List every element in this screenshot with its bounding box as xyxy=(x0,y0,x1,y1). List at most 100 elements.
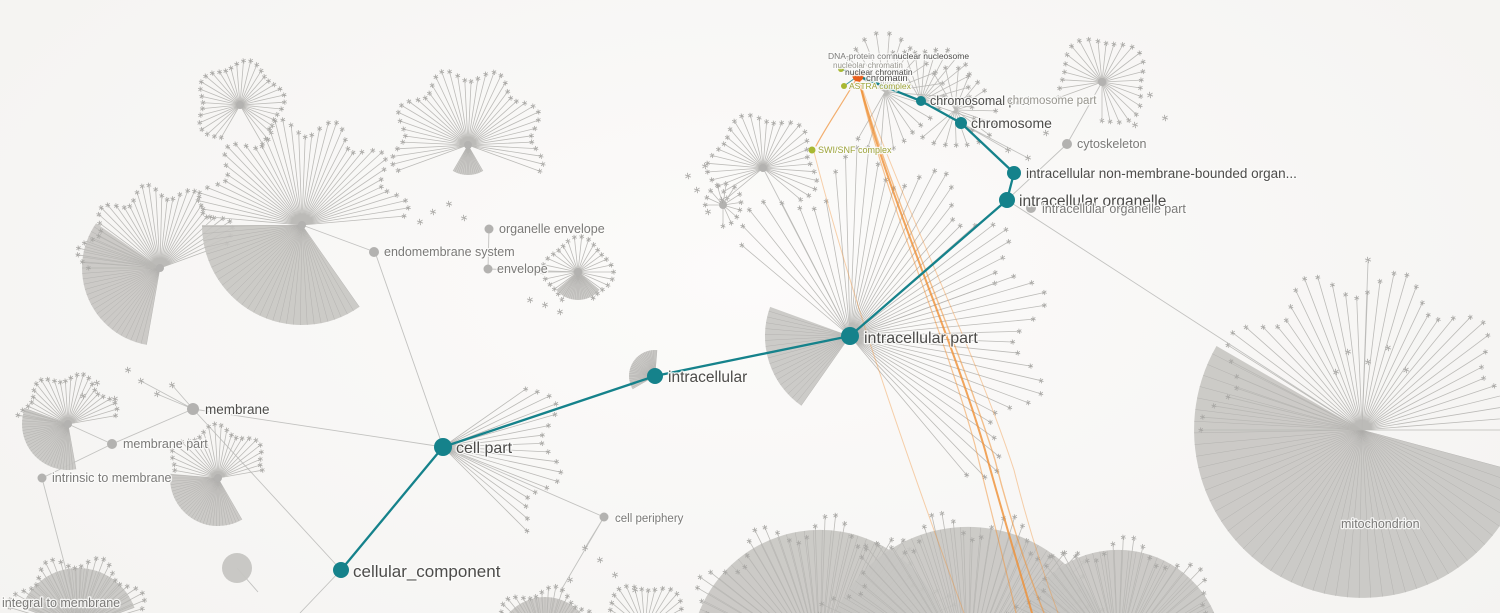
label-intracellular[interactable]: intracellular xyxy=(667,368,749,388)
fan-rays xyxy=(9,558,145,613)
fan-leaf-ticks xyxy=(390,69,546,174)
label-membrane[interactable]: membrane xyxy=(204,401,271,419)
node-green_dot[interactable] xyxy=(838,66,844,72)
node-organelle_envelope[interactable] xyxy=(484,224,494,234)
node-membrane[interactable] xyxy=(187,403,199,415)
fan-cluster xyxy=(197,58,288,147)
fan-hub-node[interactable] xyxy=(1098,78,1106,86)
fan-leaf-ticks xyxy=(523,386,564,534)
free-label-6[interactable]: nuclear chromatin xyxy=(844,66,914,79)
label-chromatin[interactable]: chromatin xyxy=(865,72,909,86)
fan-cluster xyxy=(704,112,820,203)
node-membrane_part[interactable] xyxy=(107,439,117,449)
orange-edge xyxy=(813,151,965,613)
fan-hub-node[interactable] xyxy=(64,420,72,428)
label-intracellular_organelle_part[interactable]: intracellular organelle part xyxy=(1041,201,1188,218)
label-membrane_part[interactable]: membrane part xyxy=(122,436,210,453)
node-astra_complex[interactable] xyxy=(841,83,847,89)
label-cellular_component[interactable]: cellular_component xyxy=(352,561,502,583)
fan-leaf-ticks xyxy=(1055,36,1146,126)
fan-cluster xyxy=(739,198,851,337)
orange-edge xyxy=(857,75,1017,613)
leaf-disc xyxy=(222,553,252,583)
fan-leaf-ticks xyxy=(7,555,148,613)
label-chromosomal_part[interactable]: chromosomal part xyxy=(929,93,1032,110)
label-cell_part[interactable]: cell part xyxy=(455,439,514,459)
fan-hub-node[interactable] xyxy=(298,221,306,229)
node-cell_part[interactable] xyxy=(434,438,452,456)
fan-wedge-lines xyxy=(22,408,77,471)
fan-cluster xyxy=(920,65,999,148)
orange-edge xyxy=(857,75,1059,613)
node-intracellular_organelle_part[interactable] xyxy=(1026,203,1036,213)
ancestor-path xyxy=(339,74,1016,572)
fan-rays xyxy=(199,60,285,145)
fan-cluster xyxy=(195,117,411,326)
node-intrinsic_to_membrane[interactable] xyxy=(37,473,47,483)
fan-rays xyxy=(1058,39,1144,123)
node-endomembrane_system[interactable] xyxy=(369,247,379,257)
fan-hub-node[interactable] xyxy=(574,268,582,276)
fan-hub-node[interactable] xyxy=(214,474,222,482)
free-label-4[interactable]: nuclear nucleosome xyxy=(892,50,971,63)
label-cell_periphery[interactable]: cell periphery xyxy=(614,512,685,527)
node-chromosomal_part[interactable] xyxy=(916,96,926,106)
fan-rays xyxy=(1016,537,1206,613)
node-intracellular_organelle[interactable] xyxy=(999,192,1015,208)
label-intracellular_nmb_organelle[interactable]: intracellular non-membrane-bounded organ… xyxy=(1025,165,1298,183)
fan-wedge xyxy=(556,272,600,300)
orange-edge xyxy=(857,75,1045,613)
fan-hub-node[interactable] xyxy=(464,141,472,149)
node-cell_periphery[interactable] xyxy=(599,512,609,522)
fan-wedge xyxy=(202,225,360,326)
fan-leaf-ticks xyxy=(169,421,265,474)
leaf-stars xyxy=(79,91,1410,594)
fan-leaf-ticks xyxy=(607,583,684,613)
node-chromosome[interactable] xyxy=(955,117,967,129)
fan-cluster xyxy=(1055,36,1146,126)
free-label-2[interactable]: chromosome part xyxy=(1006,94,1099,109)
node-intracellular[interactable] xyxy=(647,368,663,384)
free-label-5[interactable]: nucleolar chromatin xyxy=(832,60,904,72)
label-envelope[interactable]: envelope xyxy=(496,261,549,278)
fan-rays xyxy=(17,374,118,425)
label-astra_complex[interactable]: ASTRA complex xyxy=(848,80,913,93)
node-intracellular_nmb_organelle[interactable] xyxy=(1007,166,1021,180)
fan-rays xyxy=(922,67,996,146)
fan-hub-node[interactable] xyxy=(759,164,767,172)
fan-cluster xyxy=(818,510,1119,613)
label-endomembrane_system[interactable]: endomembrane system xyxy=(383,244,516,261)
free-label-0[interactable]: integral to membrane xyxy=(1,595,122,612)
fan-wedge-lines xyxy=(1021,550,1215,613)
label-swi_snf_complex[interactable]: SWI/SNF complex xyxy=(817,144,894,157)
node-cellular_component[interactable] xyxy=(333,562,349,578)
fan-rays xyxy=(705,183,742,227)
fan-wedge-lines xyxy=(452,144,484,176)
fan-hub-node[interactable] xyxy=(156,264,164,272)
fan-cluster xyxy=(764,306,851,406)
fan-wedge xyxy=(835,526,1101,613)
fan-leaf-ticks xyxy=(739,198,829,248)
fan-hub-node[interactable] xyxy=(719,201,727,209)
free-label-1[interactable]: mitochondrion xyxy=(1340,516,1421,533)
fan-wedge-lines xyxy=(764,310,851,406)
label-intracellular_part[interactable]: intracellular part xyxy=(863,329,980,349)
fan-rays xyxy=(849,276,1045,478)
fan-rays xyxy=(442,388,561,532)
label-organelle_envelope[interactable]: organelle envelope xyxy=(498,221,606,238)
node-cytoskeleton[interactable] xyxy=(1062,139,1072,149)
node-swi_snf_complex[interactable] xyxy=(808,146,816,154)
label-chromosome[interactable]: chromosome xyxy=(970,114,1054,133)
node-chromatin[interactable] xyxy=(852,70,864,82)
fan-rays xyxy=(198,119,409,226)
label-cytoskeleton[interactable]: cytoskeleton xyxy=(1076,136,1148,153)
fan-leaf-ticks xyxy=(15,371,120,419)
label-intrinsic_to_membrane[interactable]: intrinsic to membrane xyxy=(51,470,173,487)
node-envelope[interactable] xyxy=(483,264,493,274)
free-label-3[interactable]: DNA-protein complex xyxy=(827,50,911,63)
node-intracellular_part[interactable] xyxy=(841,327,859,345)
fan-hub-node[interactable] xyxy=(236,101,244,109)
label-intracellular_organelle[interactable]: intracellular organelle xyxy=(1018,192,1168,212)
